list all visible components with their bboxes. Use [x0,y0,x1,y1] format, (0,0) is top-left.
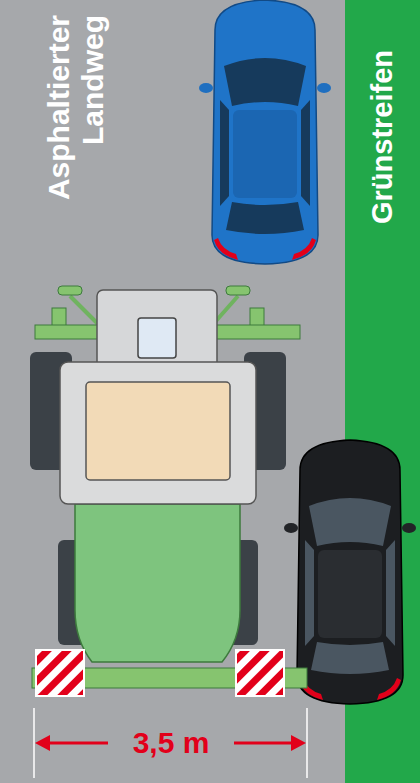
dimension-label: 3,5 m [108,725,234,761]
node-label: Grünstreifen [364,17,400,257]
asphalt-road: Asphaltierter Landweg [0,0,345,783]
node-label: Asphaltierter Landweg [42,15,110,265]
green-strip: Grünstreifen [345,0,420,783]
